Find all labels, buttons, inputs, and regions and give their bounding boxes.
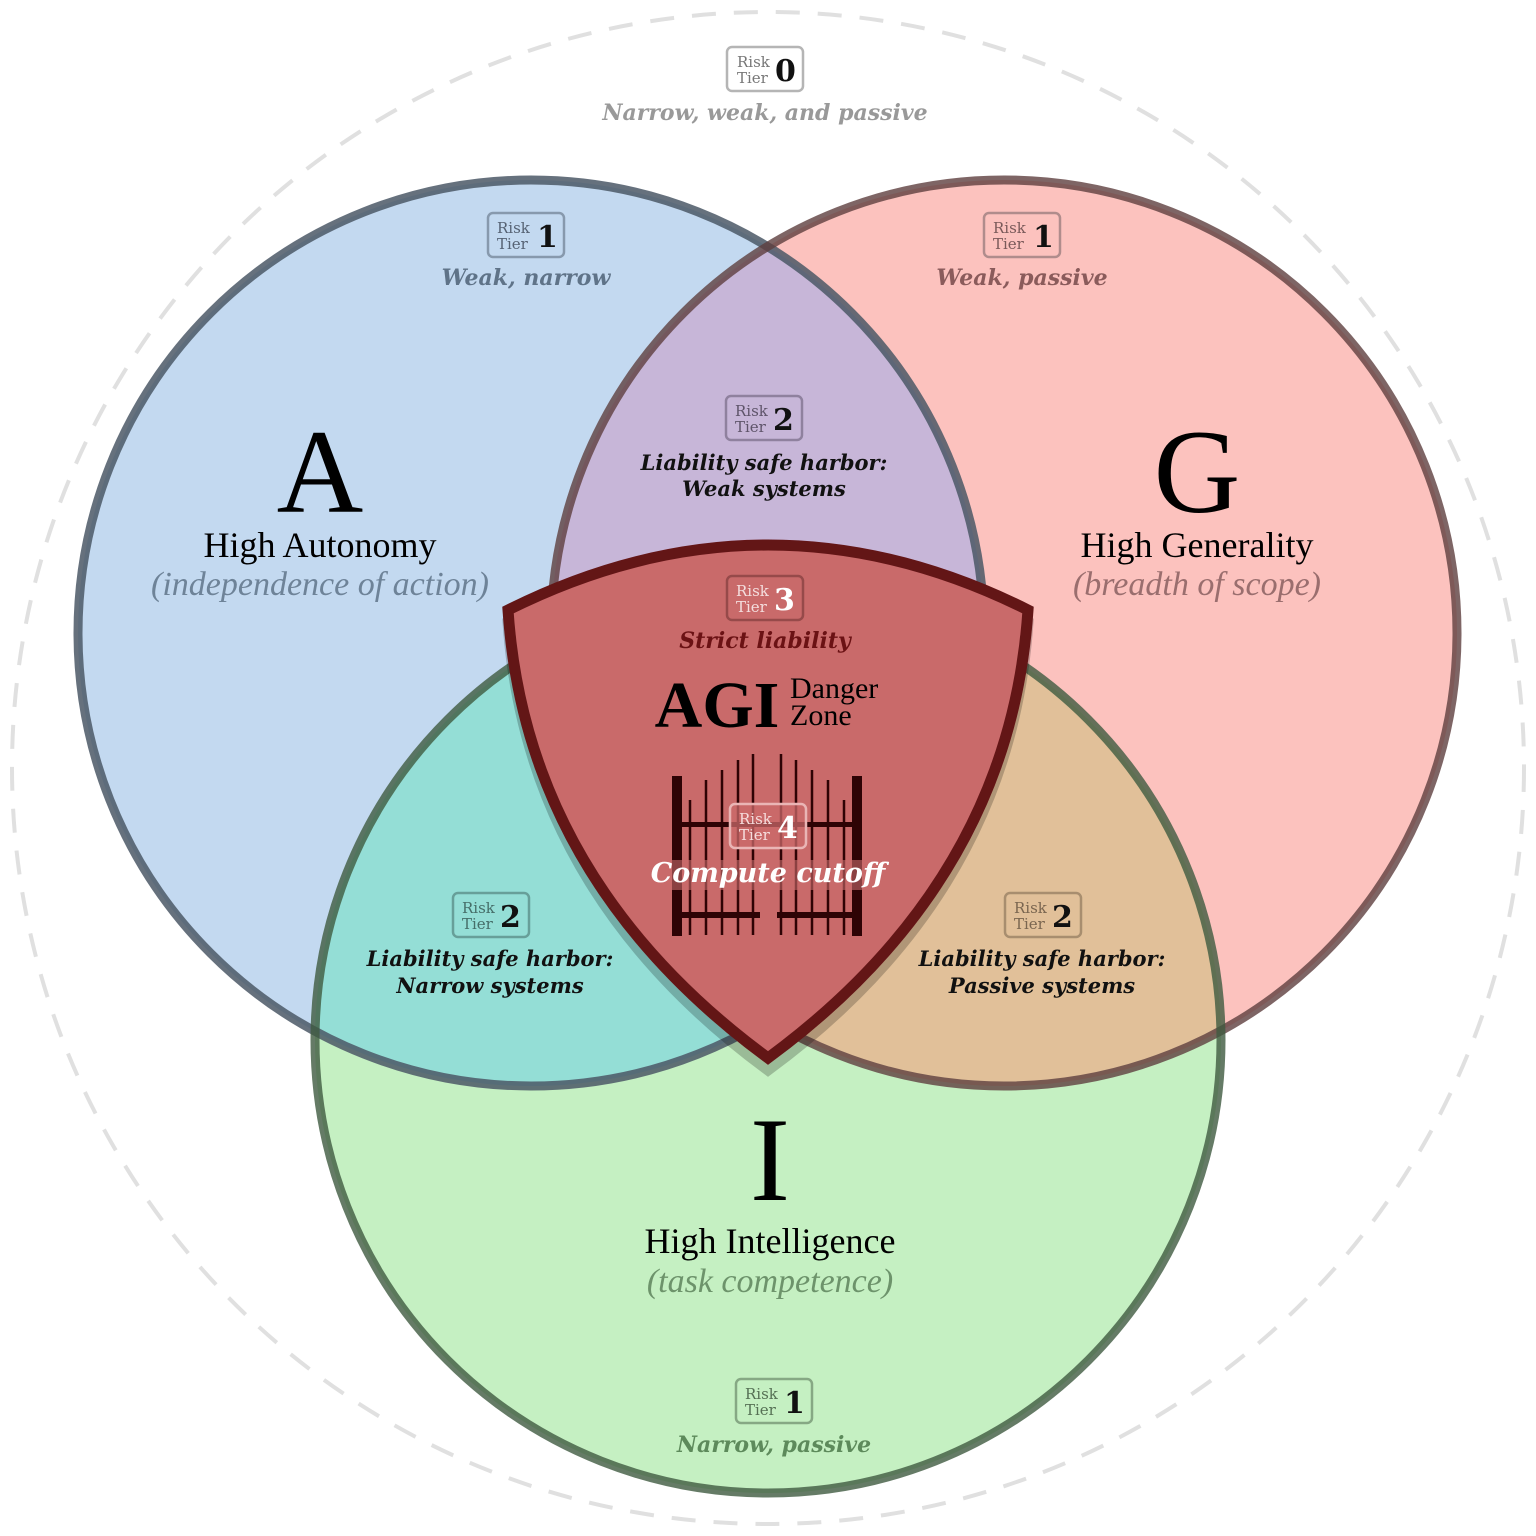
svg-text:2: 2 [1052, 900, 1073, 935]
svg-text:1: 1 [1033, 220, 1054, 255]
intelligence-tier1-badge: Risk Tier 1 [734, 1377, 814, 1425]
tier3-badge: Risk Tier 3 [725, 574, 805, 622]
svg-text:Risk: Risk [497, 219, 531, 237]
svg-text:Risk: Risk [735, 402, 769, 420]
intelligence-subtitle: (task competence) [647, 1263, 893, 1300]
generality-tier1-caption: Weak, passive [936, 265, 1107, 291]
svg-text:1: 1 [784, 1386, 805, 1421]
intelligence-title: High Intelligence [645, 1221, 896, 1261]
autonomy-letter: A [277, 405, 364, 538]
narrow-systems-tier2-badge: Risk Tier 2 [451, 891, 531, 939]
compute-cutoff-backdrop [668, 860, 868, 890]
svg-text:2: 2 [500, 900, 521, 935]
narrow-systems-line2: Narrow systems [395, 973, 583, 998]
svg-text:Risk: Risk [1014, 899, 1048, 917]
outer-universe-circle [10, 10, 1526, 1526]
autonomy-title: High Autonomy [203, 525, 436, 565]
svg-text:Risk: Risk [736, 582, 770, 600]
passive-systems-tier2-badge: Risk Tier 2 [1003, 891, 1083, 939]
svg-text:Tier: Tier [739, 826, 771, 844]
svg-text:Tier: Tier [993, 235, 1025, 253]
weak-systems-tier2-badge: Risk Tier 2 [724, 394, 804, 442]
svg-text:Risk: Risk [739, 810, 773, 828]
autonomy-subtitle: (independence of action) [151, 566, 489, 603]
tier0-badge: Risk Tier 0 [725, 45, 805, 93]
tier0-caption: Narrow, weak, and passive [601, 100, 927, 126]
strict-liability-caption: Strict liability [679, 628, 853, 654]
svg-text:Tier: Tier [745, 1401, 777, 1419]
svg-text:0: 0 [775, 54, 796, 89]
agi-danger-zone-shield [502, 539, 1034, 1065]
passive-systems-line1: Liability safe harbor: [918, 946, 1166, 971]
svg-text:3: 3 [774, 583, 795, 618]
intelligence-tier1-caption: Narrow, passive [676, 1432, 871, 1458]
svg-text:Risk: Risk [737, 53, 771, 71]
svg-text:2: 2 [773, 403, 794, 438]
narrow-systems-line1: Liability safe harbor: [366, 946, 614, 971]
autonomy-tier1-caption: Weak, narrow [442, 265, 612, 291]
svg-text:Tier: Tier [462, 915, 494, 933]
autonomy-tier1-badge: Risk Tier 1 [486, 211, 566, 259]
danger-zone-line1: Danger [790, 672, 878, 705]
generality-tier1-badge: Risk Tier 1 [982, 211, 1062, 259]
weak-systems-line1: Liability safe harbor: [640, 450, 888, 475]
svg-text:Tier: Tier [736, 598, 768, 616]
svg-text:Risk: Risk [462, 899, 496, 917]
tier4-badge: Risk Tier 4 [728, 802, 808, 850]
danger-zone-line2: Zone [790, 699, 852, 732]
agi-label: AGI [655, 669, 780, 742]
svg-text:Tier: Tier [1014, 915, 1046, 933]
svg-text:Risk: Risk [745, 1385, 779, 1403]
generality-subtitle: (breadth of scope) [1073, 566, 1321, 603]
svg-text:4: 4 [777, 811, 798, 846]
svg-text:Risk: Risk [993, 219, 1027, 237]
generality-title: High Generality [1081, 525, 1314, 565]
svg-text:1: 1 [537, 220, 558, 255]
generality-letter: G [1154, 405, 1241, 538]
svg-text:Tier: Tier [735, 418, 767, 436]
intelligence-letter: I [750, 1093, 790, 1226]
weak-systems-line2: Weak systems [682, 476, 846, 501]
passive-systems-line2: Passive systems [948, 973, 1135, 998]
svg-text:Tier: Tier [497, 235, 529, 253]
svg-text:Tier: Tier [737, 69, 769, 87]
compute-cutoff-caption: Compute cutoff [651, 858, 890, 889]
